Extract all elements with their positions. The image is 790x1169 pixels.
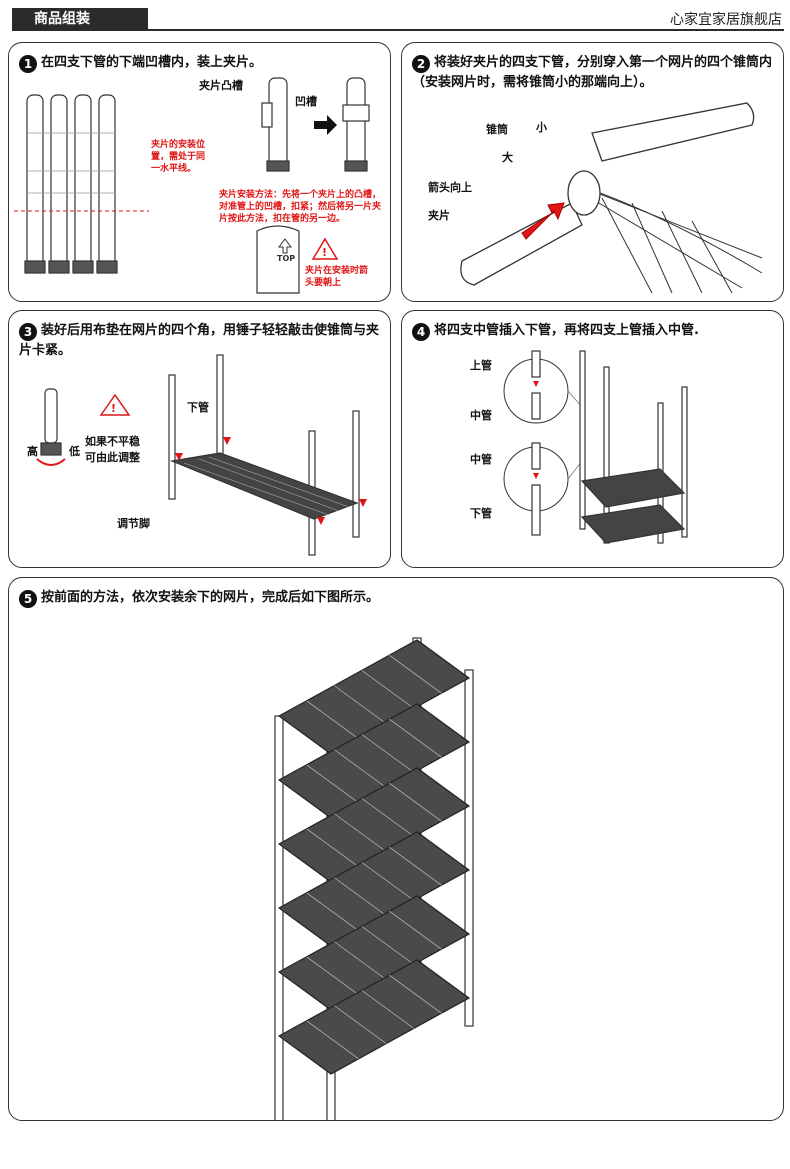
assembled-rack-illustration [274, 637, 474, 1120]
rack-shelf [277, 959, 471, 1075]
section-tab: 商品组装 [12, 8, 148, 30]
svg-text:!: ! [322, 246, 327, 259]
label-small: 小 [536, 121, 547, 134]
label-arrow-up: 箭头向上 [428, 181, 472, 194]
label-uneven: 如果不平稳 [85, 435, 140, 448]
label-upper-tube: 上管 [470, 359, 492, 372]
note-clip-arrow: 夹片在安装时箭头要朝上 [305, 266, 369, 288]
step-number-badge: 5 [19, 590, 37, 608]
step-4-illustration [503, 350, 688, 544]
note-clip-method: 夹片安装方法：先将一个夹片上的凸槽，对准管上的凹槽，扣紧；然后将另一片夹片按此方… [219, 190, 382, 224]
label-adjust: 可由此调整 [85, 451, 140, 464]
label-lower-tube: 下管 [470, 507, 492, 520]
step-2-illustration [460, 102, 763, 294]
label-clip: 夹片 [428, 209, 450, 222]
rack-post [464, 669, 474, 1027]
rack-shelf [277, 639, 471, 755]
warning-icon [99, 393, 131, 416]
label-middle-tube-1: 中管 [470, 409, 492, 422]
label-groove: 凹槽 [295, 95, 317, 108]
store-name: 心家宜家居旗舰店 [670, 12, 782, 28]
step-number-badge: 1 [19, 55, 37, 73]
note-clip-position: 夹片的安装位置，需处于同一水平线。 [151, 140, 206, 174]
warning-icon [311, 237, 339, 260]
label-clip-bump: 夹片凸槽 [199, 79, 243, 92]
label-low: 低 [69, 445, 80, 458]
label-lower-tube: 下管 [187, 401, 209, 414]
rack-post [274, 715, 284, 1120]
header-rule [12, 29, 784, 31]
label-cone: 锥筒 [486, 123, 508, 136]
label-foot: 调节脚 [117, 517, 150, 530]
rack-shelf [277, 895, 471, 1011]
step-3-illustration: ! [36, 354, 367, 556]
rack-shelf [277, 703, 471, 819]
label-middle-tube-2: 中管 [470, 453, 492, 466]
page-header: 商品组装 心家宜家居旗舰店 [0, 0, 790, 34]
step-1-illustration: TOP ! [14, 77, 370, 294]
svg-text:!: ! [111, 402, 116, 415]
step-number-badge: 4 [412, 323, 430, 341]
rack-shelf [277, 831, 471, 947]
label-large: 大 [502, 151, 513, 164]
step-number-badge: 3 [19, 323, 37, 341]
step-number-badge: 2 [412, 55, 430, 73]
clip-top-text: TOP [277, 254, 295, 263]
label-high: 高 [27, 445, 38, 458]
insert-arrow-icon [521, 202, 565, 240]
rack-shelf [277, 767, 471, 883]
